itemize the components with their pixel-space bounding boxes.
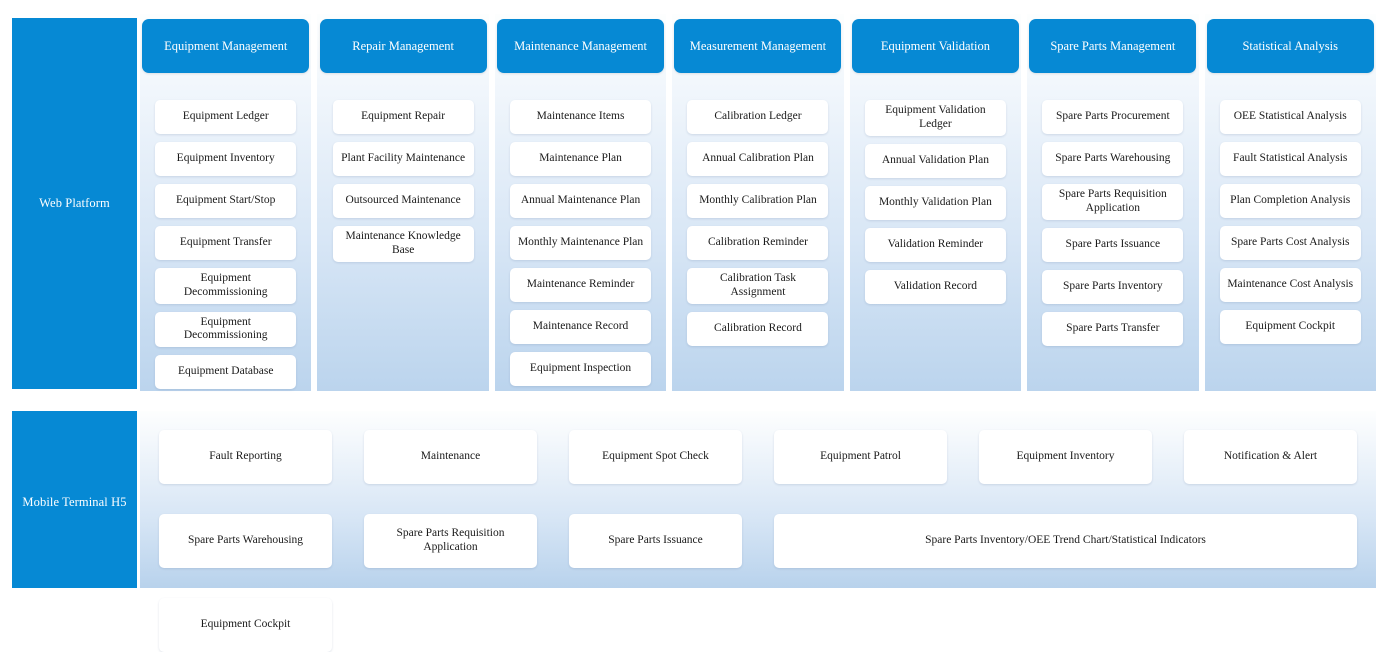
module-item-card[interactable]: Calibration Ledger: [687, 100, 829, 134]
module-column-header[interactable]: Maintenance Management: [497, 19, 665, 73]
module-item-card[interactable]: Monthly Calibration Plan: [687, 184, 829, 218]
module-item-card[interactable]: Plan Completion Analysis: [1219, 184, 1361, 218]
module-item-card[interactable]: Equipment Start/Stop: [155, 184, 297, 218]
mobile-feature-card[interactable]: Spare Parts Warehousing: [159, 514, 332, 568]
module-item-card[interactable]: Validation Record: [864, 269, 1006, 304]
module-item-card[interactable]: Maintenance Items: [510, 100, 652, 134]
module-column-header[interactable]: Measurement Management: [674, 19, 842, 73]
module-item-card[interactable]: Annual Calibration Plan: [687, 142, 829, 176]
module-item-card[interactable]: Equipment Inventory: [155, 142, 297, 176]
module-item-card[interactable]: Spare Parts Cost Analysis: [1219, 226, 1361, 260]
module-item-card[interactable]: Spare Parts Requisition Application: [1042, 184, 1184, 220]
module-item-card[interactable]: Maintenance Plan: [510, 142, 652, 176]
mobile-feature-card[interactable]: Equipment Patrol: [774, 430, 947, 484]
module-item-card[interactable]: Maintenance Cost Analysis: [1219, 268, 1361, 302]
module-item-card[interactable]: Annual Maintenance Plan: [510, 184, 652, 218]
module-item-card[interactable]: Equipment Decommissioning: [155, 268, 297, 304]
module-item-card[interactable]: Spare Parts Procurement: [1042, 100, 1184, 134]
module-item-card[interactable]: Maintenance Reminder: [510, 268, 652, 302]
rail-label-mobile-terminal: Mobile Terminal H5: [12, 411, 137, 588]
mobile-feature-card[interactable]: Equipment Spot Check: [569, 430, 742, 484]
module-item-card[interactable]: Maintenance Knowledge Base: [332, 226, 474, 262]
mobile-terminal-panel: Fault Reporting Maintenance Equipment Spot…: [140, 411, 1376, 652]
module-item-card[interactable]: Monthly Validation Plan: [864, 185, 1006, 220]
module-item-card[interactable]: Equipment Repair: [332, 100, 474, 134]
module-item-card[interactable]: Spare Parts Issuance: [1042, 227, 1184, 262]
module-column-header[interactable]: Spare Parts Management: [1029, 19, 1197, 73]
module-item-card[interactable]: Outsourced Maintenance: [332, 184, 474, 218]
mobile-feature-card[interactable]: Maintenance: [364, 430, 537, 484]
module-column-header[interactable]: Statistical Analysis: [1206, 19, 1374, 73]
module-item-card[interactable]: Fault Statistical Analysis: [1219, 142, 1361, 176]
module-item-card[interactable]: Equipment Transfer: [155, 226, 297, 260]
module-item-card[interactable]: Equipment Validation Ledger: [864, 100, 1006, 136]
rail-label-web-platform: Web Platform: [12, 18, 137, 389]
module-item-card[interactable]: Spare Parts Transfer: [1042, 311, 1184, 346]
mobile-feature-card[interactable]: Spare Parts Issuance: [569, 514, 742, 568]
module-column-header[interactable]: Equipment Validation: [851, 19, 1019, 73]
mobile-feature-card[interactable]: Equipment Cockpit: [159, 598, 332, 652]
module-item-card[interactable]: Equipment Database: [155, 355, 297, 390]
module-item-card[interactable]: Calibration Record: [687, 311, 829, 346]
mobile-feature-card[interactable]: Notification & Alert: [1184, 430, 1357, 484]
module-item-card[interactable]: Equipment Ledger: [155, 100, 297, 134]
module-item-card[interactable]: Calibration Task Assignment: [687, 268, 829, 304]
module-item-card[interactable]: Monthly Maintenance Plan: [510, 226, 652, 260]
mobile-feature-card[interactable]: Equipment Inventory: [979, 430, 1152, 484]
module-item-card[interactable]: Annual Validation Plan: [864, 143, 1006, 178]
module-item-card[interactable]: Equipment Inspection: [510, 352, 652, 386]
mobile-feature-card[interactable]: Fault Reporting: [159, 430, 332, 484]
rail-label-mobile-terminal-text: Mobile Terminal H5: [22, 495, 127, 509]
module-item-card[interactable]: Spare Parts Inventory: [1042, 269, 1184, 304]
module-column-header[interactable]: Equipment Management: [142, 19, 310, 73]
mobile-feature-card[interactable]: Spare Parts Inventory/OEE Trend Chart/St…: [774, 514, 1357, 568]
module-item-card[interactable]: Equipment Cockpit: [1219, 310, 1361, 344]
module-item-card[interactable]: Maintenance Record: [510, 310, 652, 344]
module-item-card[interactable]: Calibration Reminder: [687, 226, 829, 260]
module-item-card[interactable]: Validation Reminder: [864, 227, 1006, 262]
module-item-card[interactable]: Equipment Decommissioning: [155, 311, 297, 348]
module-column-header[interactable]: Repair Management: [319, 19, 487, 73]
mobile-terminal-grid: Fault Reporting Maintenance Equipment Spot…: [159, 430, 1357, 652]
module-item-card[interactable]: Plant Facility Maintenance: [332, 142, 474, 176]
mobile-feature-card[interactable]: Spare Parts Requisition Application: [364, 514, 537, 568]
module-item-card[interactable]: OEE Statistical Analysis: [1219, 100, 1361, 134]
rail-label-web-platform-text: Web Platform: [39, 196, 110, 210]
module-item-card[interactable]: Spare Parts Warehousing: [1042, 142, 1184, 176]
